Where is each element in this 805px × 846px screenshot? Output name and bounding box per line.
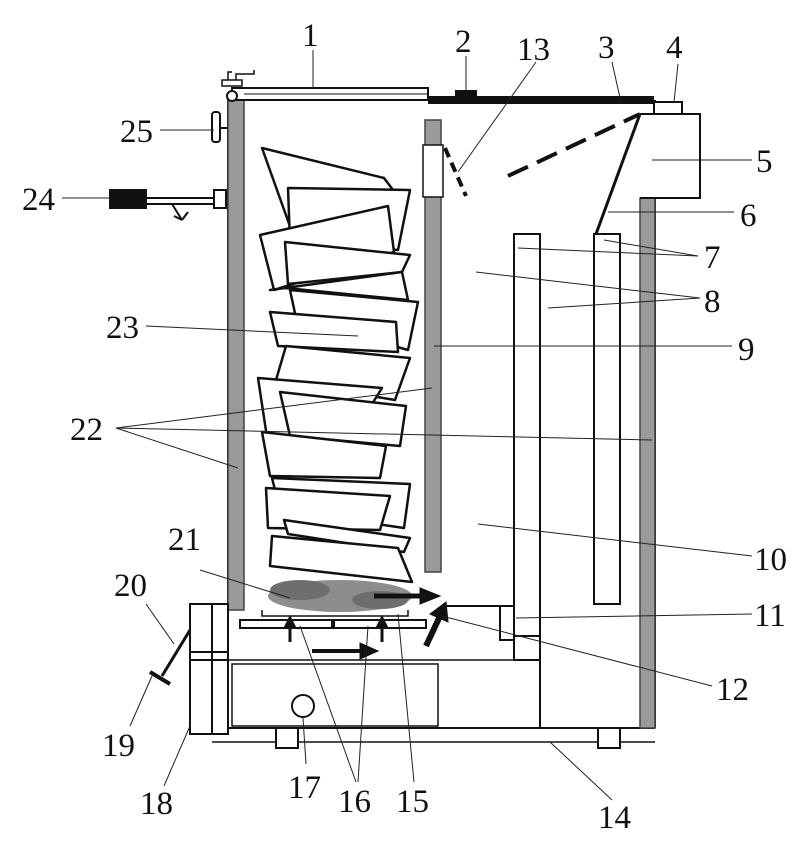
loading-lid xyxy=(221,70,429,102)
callout-7: 7 xyxy=(704,240,721,276)
insulated-wall-right xyxy=(639,197,656,729)
callout-10: 10 xyxy=(754,542,787,578)
callout-16: 16 xyxy=(338,784,371,820)
callout-11: 11 xyxy=(754,598,786,634)
exchanger-tube-left xyxy=(513,233,541,661)
callout-25: 25 xyxy=(120,114,153,150)
callout-13: 13 xyxy=(517,32,550,68)
callout-19: 19 xyxy=(102,728,135,764)
leader-lines xyxy=(62,50,753,801)
callout-labels: 1 2 13 3 4 5 6 7 8 9 10 11 12 14 15 16 1… xyxy=(22,18,787,836)
flue-collar xyxy=(653,101,683,115)
flow-arrows xyxy=(283,587,449,660)
grate xyxy=(239,619,427,629)
air-regulator xyxy=(148,629,192,686)
side-cap xyxy=(211,111,228,143)
callout-18: 18 xyxy=(140,786,173,822)
callout-6: 6 xyxy=(740,198,757,234)
top-sensor xyxy=(455,90,477,98)
ash-pan xyxy=(231,663,439,727)
fuel-stack xyxy=(256,146,420,584)
foot-left xyxy=(275,727,299,749)
flue-outlet xyxy=(640,113,701,199)
exchanger-tube-right xyxy=(593,233,621,605)
callout-8: 8 xyxy=(704,284,721,320)
callout-1: 1 xyxy=(302,18,319,54)
callout-15: 15 xyxy=(396,784,429,820)
callout-2: 2 xyxy=(455,24,472,60)
callout-23: 23 xyxy=(106,310,139,346)
ash-door xyxy=(189,603,229,735)
grate-bracket xyxy=(261,610,409,617)
inspection-hole xyxy=(291,694,315,718)
callout-3: 3 xyxy=(598,30,615,66)
partition-gap xyxy=(422,144,444,198)
insulated-wall-left xyxy=(227,99,245,611)
callout-9: 9 xyxy=(738,332,755,368)
callout-21: 21 xyxy=(168,522,201,558)
partition-flap xyxy=(443,147,468,197)
callout-5: 5 xyxy=(756,144,773,180)
thermostat-valve xyxy=(109,189,227,221)
callout-12: 12 xyxy=(716,672,749,708)
callout-17: 17 xyxy=(288,770,321,806)
foot-right xyxy=(597,727,621,749)
tube-bracket xyxy=(444,605,541,728)
top-flap xyxy=(507,112,641,178)
callout-24: 24 xyxy=(22,182,55,218)
callout-4: 4 xyxy=(666,30,683,66)
top-cover xyxy=(428,96,654,104)
flue-duct-wall xyxy=(594,113,642,235)
callout-20: 20 xyxy=(114,568,147,604)
callout-14: 14 xyxy=(598,800,631,836)
callout-22: 22 xyxy=(70,412,103,448)
